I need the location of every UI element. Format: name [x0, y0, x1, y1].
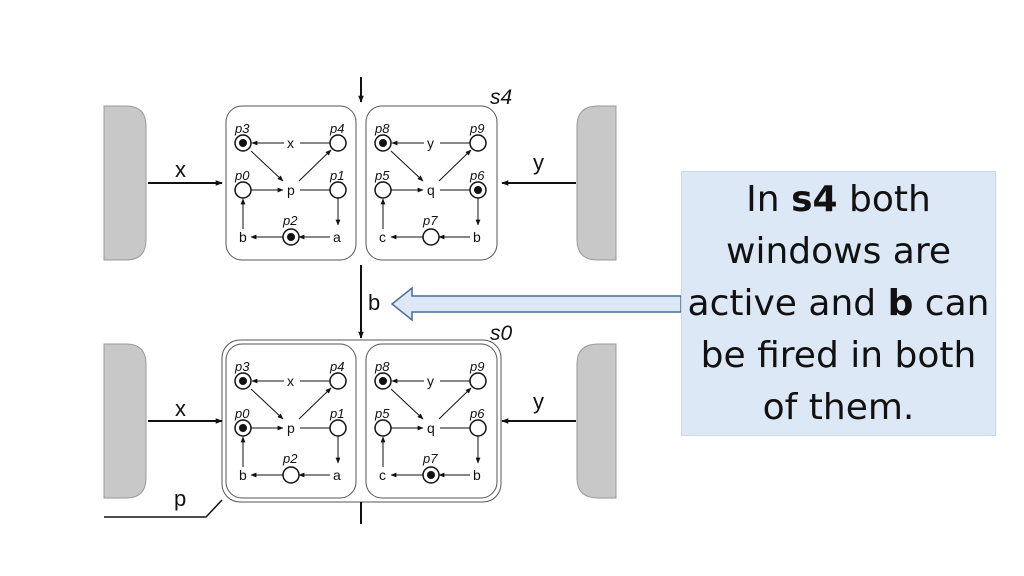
- transition-x: x: [287, 373, 294, 389]
- input-label-x: x: [175, 396, 186, 421]
- transition-y: y: [427, 135, 434, 151]
- place-label-p8: p8: [374, 121, 390, 136]
- transition-q: q: [427, 182, 435, 198]
- place-label-p5: p5: [374, 168, 390, 183]
- place-label-p9: p9: [469, 121, 484, 136]
- place-label-p1: p1: [329, 406, 344, 421]
- place-p0-s4: [234, 181, 252, 199]
- window-left-s4: [225, 105, 357, 261]
- net-right-s4: [380, 140, 481, 240]
- token-p3-s0: [239, 377, 247, 385]
- place-label-p6: p6: [469, 168, 485, 183]
- state-s4: s4 p3 p4 p0 p1 p2 x p b a: [148, 77, 576, 261]
- state-label-s4: s4: [490, 86, 512, 109]
- token-p8-s4: [379, 139, 387, 147]
- transition-a: a: [333, 229, 341, 245]
- place-label-p1: p1: [329, 168, 344, 183]
- transition-b: b: [473, 467, 481, 483]
- environment-right-bottom: [576, 343, 617, 499]
- place-p5-s0: [374, 419, 392, 437]
- net-left-s0: [240, 378, 341, 478]
- place-label-p8: p8: [374, 359, 390, 374]
- place-p2-s0: [282, 466, 300, 484]
- transition-q: q: [427, 420, 435, 436]
- input-label-x: x: [175, 157, 186, 182]
- place-label-p3: p3: [234, 121, 250, 136]
- place-label-p7: p7: [422, 451, 438, 466]
- transition-x: x: [287, 135, 294, 151]
- place-p1-s4: [329, 181, 347, 199]
- place-label-p4: p4: [329, 359, 344, 374]
- token-p6-s4: [474, 186, 482, 194]
- transition-c: c: [379, 467, 386, 483]
- place-label-p3: p3: [234, 359, 250, 374]
- place-label-p0: p0: [234, 168, 250, 183]
- window-left-s0: [225, 343, 357, 499]
- transition-y: y: [427, 373, 434, 389]
- transition-b: b: [473, 229, 481, 245]
- environment-right-top: [576, 105, 617, 261]
- place-label-p7: p7: [422, 213, 438, 228]
- place-label-p9: p9: [469, 359, 484, 374]
- net-left-s4: [240, 140, 341, 240]
- environment-left-bottom: [103, 343, 147, 499]
- place-p9-s0: [469, 372, 487, 390]
- state-label-s0: s0: [490, 322, 513, 345]
- environment-left-top: [103, 105, 147, 261]
- callout-arrow: [390, 286, 682, 322]
- place-p6-s0: [469, 419, 487, 437]
- input-label-y: y: [533, 389, 544, 414]
- token-p2-s4: [287, 233, 295, 241]
- state-s0: s0 p3 p4 p0 p1 p2 x p b a: [104, 322, 576, 524]
- place-p5-s4: [374, 181, 392, 199]
- output-label-p: p: [174, 486, 186, 511]
- place-p7-s4: [422, 228, 440, 246]
- explanation-callout: In s4 both windows are active and b can …: [681, 171, 996, 436]
- place-p1-s0: [329, 419, 347, 437]
- transition-a: a: [333, 467, 341, 483]
- place-p9-s4: [469, 134, 487, 152]
- state-s0-outline: [221, 339, 502, 503]
- token-p3-s4: [239, 139, 247, 147]
- place-label-p2: p2: [282, 451, 298, 466]
- output-line-p: [104, 499, 223, 518]
- net-right-s0: [380, 378, 481, 478]
- transition-c: c: [379, 229, 386, 245]
- place-p4-s0: [329, 372, 347, 390]
- place-p4-s4: [329, 134, 347, 152]
- place-label-p5: p5: [374, 406, 390, 421]
- callout-text: In s4 both windows are active and b can …: [687, 178, 990, 428]
- input-label-y: y: [533, 150, 544, 175]
- place-label-p4: p4: [329, 121, 344, 136]
- token-p7-s0: [427, 471, 435, 479]
- place-label-p2: p2: [282, 213, 298, 228]
- edge-label-b: b: [368, 290, 380, 315]
- window-right-s0: [365, 343, 498, 499]
- transition-b: b: [239, 229, 247, 245]
- token-p0-s0: [239, 424, 247, 432]
- window-right-s4: [365, 105, 498, 261]
- transition-b: b: [239, 467, 247, 483]
- place-label-p0: p0: [234, 406, 250, 421]
- token-p8-s0: [379, 377, 387, 385]
- place-label-p6: p6: [469, 406, 485, 421]
- transition-p: p: [287, 420, 295, 436]
- transition-p: p: [287, 182, 295, 198]
